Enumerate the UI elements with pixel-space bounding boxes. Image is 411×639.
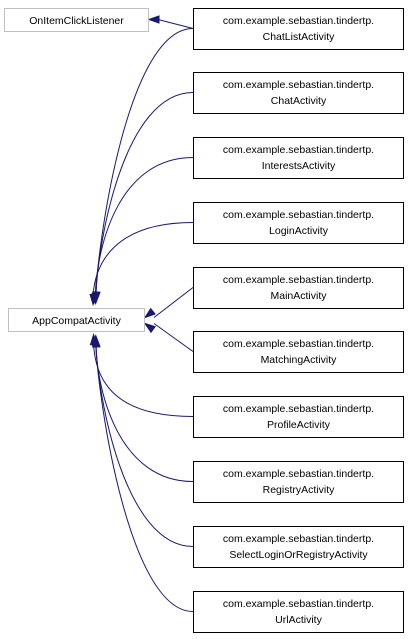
arrowhead-matching-to-appcompat <box>143 322 156 334</box>
edge-chat-to-appcompat <box>95 92 194 294</box>
node-interests-name: InterestsActivity <box>262 160 336 172</box>
node-chat[interactable]: com.example.sebastian.tindertp. ChatActiv… <box>193 72 404 114</box>
node-chat-name: ChatActivity <box>271 95 327 107</box>
arrowhead-main-to-appcompat <box>143 307 156 319</box>
node-matching[interactable]: com.example.sebastian.tindertp. MatchingA… <box>193 331 404 373</box>
node-registry-name: RegistryActivity <box>263 484 336 496</box>
node-matching-package: com.example.sebastian.tindertp. <box>223 338 374 350</box>
node-appcompat-box <box>8 308 145 332</box>
node-profile-package: com.example.sebastian.tindertp. <box>223 403 374 415</box>
node-listener-box <box>4 8 149 32</box>
node-chat-package: com.example.sebastian.tindertp. <box>223 79 374 91</box>
node-appcompat-label: AppCompatActivity <box>32 315 121 327</box>
node-chatlist-name: ChatListActivity <box>263 31 336 43</box>
node-profile-name: ProfileActivity <box>267 419 331 431</box>
edge-chatlist-to-listener <box>157 19 194 29</box>
node-selectlogin-box <box>193 526 404 568</box>
node-login[interactable]: com.example.sebastian.tindertp. LoginActi… <box>193 202 404 244</box>
edge-login-to-appcompat <box>92 222 194 296</box>
node-main-name: MainActivity <box>270 290 327 302</box>
edge-chatlist-to-appcompat <box>95 28 194 294</box>
edge-selectlogin-to-appcompat <box>95 345 194 547</box>
node-chatlist-box <box>193 8 404 50</box>
arrowhead-url-to-appcompat <box>92 335 101 348</box>
edge-profile-to-appcompat <box>93 343 194 417</box>
node-chatlist[interactable]: com.example.sebastian.tindertp. ChatListA… <box>193 8 404 50</box>
node-interests[interactable]: com.example.sebastian.tindertp. Interests… <box>193 137 404 179</box>
arrowhead-chatlist-to-listener <box>147 15 160 24</box>
node-url[interactable]: com.example.sebastian.tindertp. UrlActivi… <box>193 591 404 633</box>
node-profile[interactable]: com.example.sebastian.tindertp. ProfileAc… <box>193 396 404 438</box>
edge-url-to-appcompat <box>95 345 194 612</box>
node-url-name: UrlActivity <box>275 614 322 626</box>
node-login-package: com.example.sebastian.tindertp. <box>223 209 374 221</box>
node-main-box <box>193 267 404 309</box>
node-registry[interactable]: com.example.sebastian.tindertp. RegistryA… <box>193 461 404 503</box>
node-selectlogin-package: com.example.sebastian.tindertp. <box>223 533 374 545</box>
edge-interests-to-appcompat <box>94 157 194 295</box>
edge-main-to-appcompat <box>153 287 194 318</box>
node-registry-box <box>193 461 404 503</box>
node-matching-box <box>193 331 404 373</box>
arrowhead-login-to-appcompat <box>89 293 98 307</box>
edge-matching-to-appcompat <box>153 323 194 352</box>
node-interests-box <box>193 137 404 179</box>
node-main-package: com.example.sebastian.tindertp. <box>223 274 374 286</box>
node-listener-label: OnItemClickListener <box>29 15 124 27</box>
node-url-box <box>193 591 404 633</box>
node-registry-package: com.example.sebastian.tindertp. <box>223 468 374 480</box>
edge-registry-to-appcompat <box>95 344 194 482</box>
node-profile-box <box>193 396 404 438</box>
node-interests-package: com.example.sebastian.tindertp. <box>223 144 374 156</box>
node-listener[interactable]: OnItemClickListener <box>4 8 149 32</box>
node-selectlogin-name: SelectLoginOrRegistryActivity <box>229 549 368 561</box>
node-chatlist-package: com.example.sebastian.tindertp. <box>223 15 374 27</box>
node-appcompat[interactable]: AppCompatActivity <box>8 308 145 332</box>
node-login-name: LoginActivity <box>269 225 329 237</box>
node-chat-box <box>193 72 404 114</box>
node-login-box <box>193 202 404 244</box>
node-selectlogin[interactable]: com.example.sebastian.tindertp. SelectLog… <box>193 526 404 568</box>
node-matching-name: MatchingActivity <box>261 354 338 366</box>
node-url-package: com.example.sebastian.tindertp. <box>223 598 374 610</box>
node-main[interactable]: com.example.sebastian.tindertp. MainActiv… <box>193 267 404 309</box>
